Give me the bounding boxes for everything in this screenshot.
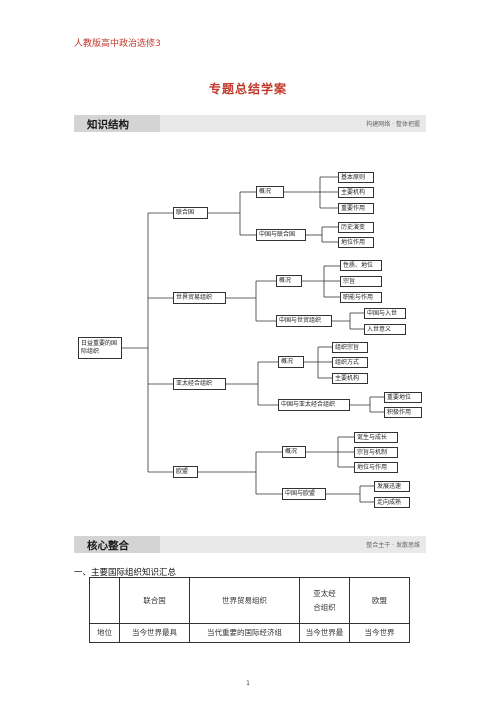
apec-role: 积极作用 [384,407,422,418]
wto-china: 中国与世贸组织 [276,315,332,327]
branch-eu: 欧盟 [173,466,198,478]
un-organs: 主要机构 [338,187,374,198]
table-header-cell: 亚太经 合组织 [299,577,350,624]
table-header-cell [89,577,120,624]
un-role: 重要作用 [338,203,374,214]
wto-nature: 性质、地位 [340,260,382,271]
table-header-cell: 欧盟 [349,577,410,624]
wto-purpose: 宗旨 [340,276,382,287]
un-overview: 概况 [256,186,284,198]
page-number: 1 [246,680,250,687]
table-cell: 地位 [89,623,120,643]
wto-accession: 中国与入世 [364,308,406,319]
table-cell: 当今世界最具 [119,623,190,643]
section-tab [74,115,160,132]
branch-wto: 世界贸易组织 [173,292,226,304]
un-china: 中国与联合国 [256,229,306,241]
un-principles: 基本原则 [338,172,374,183]
eu-china: 中国与欧盟 [282,488,326,500]
table-cell: 当今世界 [349,623,410,643]
eu-mature: 走向成熟 [374,497,410,508]
branch-apec: 亚太经合组织 [173,378,226,390]
summary-heading: 一、主要国际组织知识汇总 [74,568,177,578]
mindmap-root: 日益重要的国际组织 [78,337,122,359]
eu-birth: 诞生与成长 [354,432,398,443]
section-label-knowledge: 知识结构 [87,119,129,131]
eu-overview: 概况 [282,446,306,458]
eu-rapid: 发展迅速 [374,481,410,492]
running-header: 人教版高中政治选修3 [74,39,161,49]
apec-organs: 主要机构 [332,373,368,384]
eu-status: 地位与作用 [354,462,398,473]
document-title: 专题总结学案 [208,82,287,96]
wto-functions: 职能与作用 [340,292,382,303]
un-status: 地位作用 [338,237,374,248]
apec-overview: 概况 [278,356,304,368]
apec-purpose: 组织宗旨 [332,342,368,353]
section-hint-core: 整合主干 · 发散思维 [366,542,420,549]
table-cell: 当代重要的国际经济组 [189,623,300,643]
wto-significance: 入世意义 [364,324,406,335]
section-tab [74,536,160,553]
table-header-cell: 联合国 [119,577,190,624]
section-bar-knowledge: 知识结构 构建网络 · 整体把握 [74,115,426,132]
wto-overview: 概况 [276,275,302,287]
section-hint-knowledge: 构建网络 · 整体把握 [366,121,420,128]
section-bar-core: 核心整合 整合主干 · 发散思维 [74,536,426,553]
summary-table: 联合国 世界贸易组织 亚太经 合组织 欧盟 地位 当今世界最具 当代重要的国际经… [89,577,410,643]
branch-un: 联合国 [173,207,208,219]
apec-mode: 组织方式 [332,357,368,368]
eu-mechanism: 宗旨与机制 [354,447,398,458]
table-header-row: 联合国 世界贸易组织 亚太经 合组织 欧盟 [89,577,410,624]
un-history: 历史演变 [338,222,374,233]
apec-status: 重要地位 [384,392,422,403]
apec-china: 中国与亚太经合组织 [278,399,350,411]
table-row: 地位 当今世界最具 当代重要的国际经济组 当今世界最 当今世界 [89,623,410,643]
table-cell: 当今世界最 [299,623,350,643]
table-header-cell: 世界贸易组织 [189,577,300,624]
section-label-core: 核心整合 [87,540,129,552]
